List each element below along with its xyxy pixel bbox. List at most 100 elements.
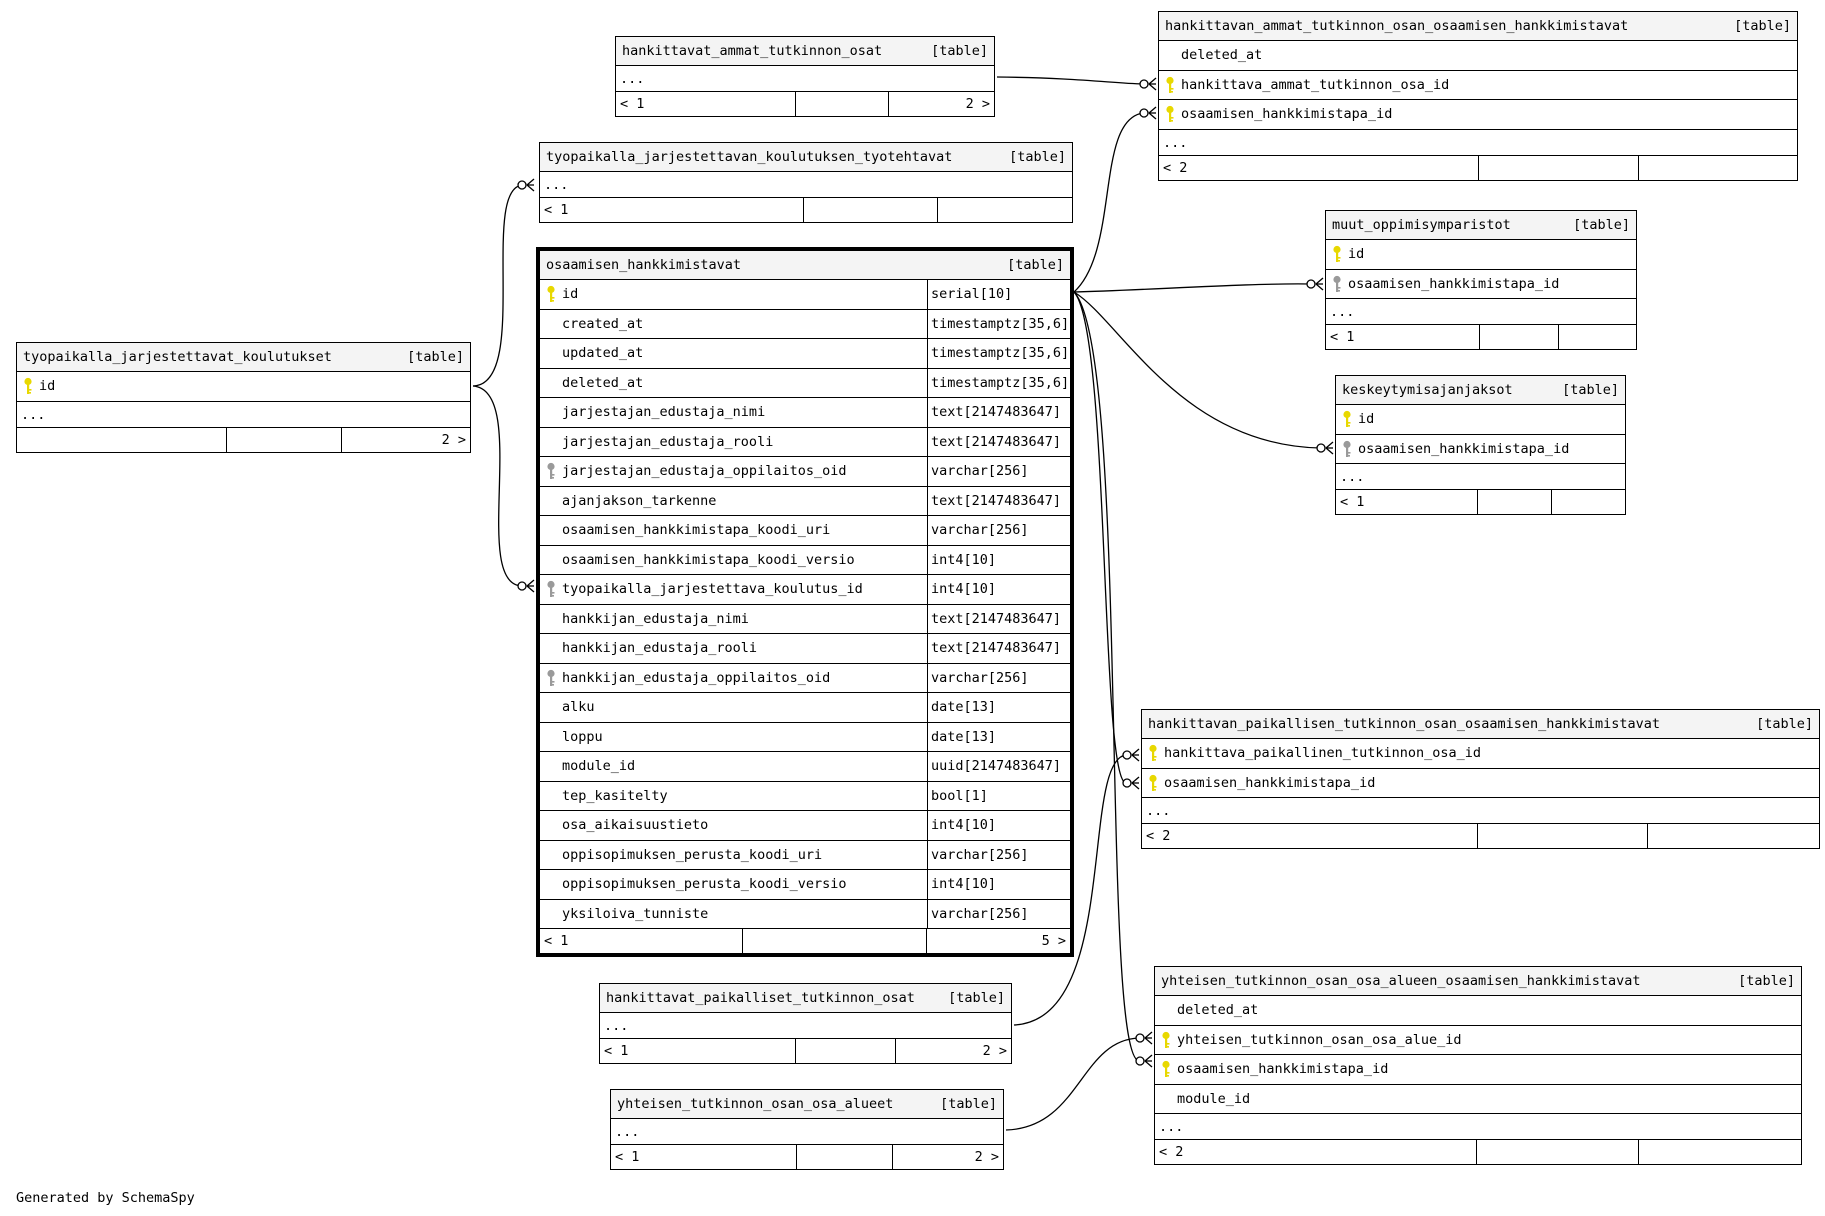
table-footer: < 1 2 > — [600, 1039, 1011, 1063]
column-row[interactable]: osaamisen_hankkimistapa_id — [1155, 1055, 1801, 1085]
table-header[interactable]: hankittavat_ammat_tutkinnon_osat[table] — [616, 37, 994, 66]
parents-count[interactable]: < 2 — [1146, 828, 1171, 844]
foreign-key-icon — [540, 580, 562, 598]
parents-count[interactable]: < 1 — [615, 1149, 640, 1165]
table-header[interactable]: osaamisen_hankkimistavat[table] — [540, 251, 1070, 280]
table-header[interactable]: yhteisen_tutkinnon_osan_osa_alueen_osaam… — [1155, 967, 1801, 996]
table-header[interactable]: yhteisen_tutkinnon_osan_osa_alueet[table… — [611, 1090, 1003, 1119]
more-columns-ellipsis[interactable]: ... — [616, 66, 994, 92]
table-header[interactable]: tyopaikalla_jarjestettavat_koulutukset[t… — [17, 343, 470, 372]
table-footer: < 1 2 > — [611, 1145, 1003, 1169]
column-row[interactable]: osaamisen_hankkimistapa_id — [1159, 100, 1797, 130]
children-count[interactable]: 2 > — [894, 1039, 1011, 1063]
column-name: osaamisen_hankkimistapa_id — [1181, 106, 1393, 123]
column-name: hankkijan_edustaja_oppilaitos_oid — [562, 669, 831, 686]
column-row[interactable]: hankittava_ammat_tutkinnon_osa_id — [1159, 71, 1797, 100]
table-paikallisen-osaamisen[interactable]: hankittavan_paikallisen_tutkinnon_osan_o… — [1141, 709, 1820, 849]
column-row[interactable]: deleted_at — [1159, 41, 1797, 71]
more-columns-ellipsis[interactable]: ... — [1326, 299, 1636, 325]
column-name: hankittava_ammat_tutkinnon_osa_id — [1181, 76, 1450, 93]
table-paikalliset[interactable]: hankittavat_paikalliset_tutkinnon_osat[t… — [599, 983, 1012, 1064]
parents-count[interactable]: < 1 — [544, 202, 569, 218]
table-header[interactable]: keskeytymisajanjaksot[table] — [1336, 376, 1625, 405]
children-count[interactable]: 5 > — [926, 929, 1070, 953]
table-header[interactable]: hankittavat_paikalliset_tutkinnon_osat[t… — [600, 984, 1011, 1013]
more-columns-ellipsis[interactable]: ... — [600, 1013, 1011, 1039]
more-columns-ellipsis[interactable]: ... — [17, 402, 470, 428]
crowfoot-marker — [1122, 748, 1140, 762]
table-header[interactable]: hankittavan_ammat_tutkinnon_osan_osaamis… — [1159, 12, 1797, 41]
parents-count[interactable]: < 1 — [620, 96, 645, 112]
primary-key-icon — [1155, 1060, 1177, 1078]
more-columns-ellipsis[interactable]: ... — [540, 172, 1072, 198]
table-header[interactable]: hankittavan_paikallisen_tutkinnon_osan_o… — [1142, 710, 1819, 739]
parents-count[interactable]: < 1 — [1330, 329, 1355, 345]
children-count[interactable]: 2 > — [340, 427, 470, 452]
column-type: varchar[256] — [927, 457, 1070, 486]
column-row[interactable]: id — [17, 372, 470, 402]
column-row[interactable]: module_id — [1155, 1085, 1801, 1114]
column-name: hankkijan_edustaja_rooli — [562, 640, 758, 657]
more-columns-ellipsis[interactable]: ... — [1142, 798, 1819, 824]
table-header[interactable]: tyopaikalla_jarjestettavan_koulutuksen_t… — [540, 143, 1072, 172]
table-koulutukset[interactable]: tyopaikalla_jarjestettavat_koulutukset[t… — [16, 342, 471, 453]
column-row[interactable]: hankittava_paikallinen_tutkinnon_osa_id — [1142, 739, 1819, 769]
column-row[interactable]: deleted_at — [1155, 996, 1801, 1026]
primary-key-icon — [1142, 744, 1164, 762]
children-count[interactable]: 2 > — [891, 1145, 1003, 1169]
table-yhteisen-osa-alueen[interactable]: yhteisen_tutkinnon_osan_osa_alueen_osaam… — [1154, 966, 1802, 1165]
table-hankittavan-ammat-osaamisen[interactable]: hankittavan_ammat_tutkinnon_osan_osaamis… — [1158, 11, 1798, 181]
column-type: bool[1] — [927, 781, 1070, 810]
column-row[interactable]: yhteisen_tutkinnon_osan_osa_alue_id — [1155, 1026, 1801, 1055]
parents-count[interactable]: < 2 — [1159, 1144, 1184, 1160]
parents-count[interactable]: < 1 — [544, 933, 569, 949]
parents-count[interactable]: < 1 — [1340, 494, 1365, 510]
table-osa-alueet[interactable]: yhteisen_tutkinnon_osan_osa_alueet[table… — [610, 1089, 1004, 1170]
column-row[interactable]: osaamisen_hankkimistapa_id — [1326, 270, 1636, 299]
table-header[interactable]: muut_oppimisymparistot[table] — [1326, 211, 1636, 240]
column-row[interactable]: osaamisen_hankkimistapa_id — [1336, 435, 1625, 464]
relationship-edge — [1005, 1037, 1140, 1131]
more-columns-ellipsis[interactable]: ... — [611, 1119, 1003, 1145]
more-columns-ellipsis[interactable]: ... — [1159, 130, 1797, 156]
parents-count[interactable]: < 1 — [604, 1043, 629, 1059]
more-columns-ellipsis[interactable]: ... — [1155, 1114, 1801, 1140]
column-row[interactable]: id — [1326, 240, 1636, 270]
more-columns-ellipsis[interactable]: ... — [1336, 464, 1625, 490]
table-hankittavat-ammat[interactable]: hankittavat_ammat_tutkinnon_osat[table].… — [615, 36, 995, 117]
table-tyotehtavat[interactable]: tyopaikalla_jarjestettavan_koulutuksen_t… — [539, 142, 1073, 223]
primary-key-icon — [17, 377, 39, 395]
column-type: serial[10] — [927, 280, 1070, 309]
children-count[interactable]: 2 > — [887, 92, 994, 116]
relationship-edge — [996, 76, 1144, 85]
column-row[interactable]: id — [1336, 405, 1625, 435]
column-row[interactable]: osaamisen_hankkimistapa_id — [1142, 769, 1819, 798]
column-name: deleted_at — [562, 374, 644, 391]
parents-count[interactable]: < 2 — [1163, 159, 1188, 176]
